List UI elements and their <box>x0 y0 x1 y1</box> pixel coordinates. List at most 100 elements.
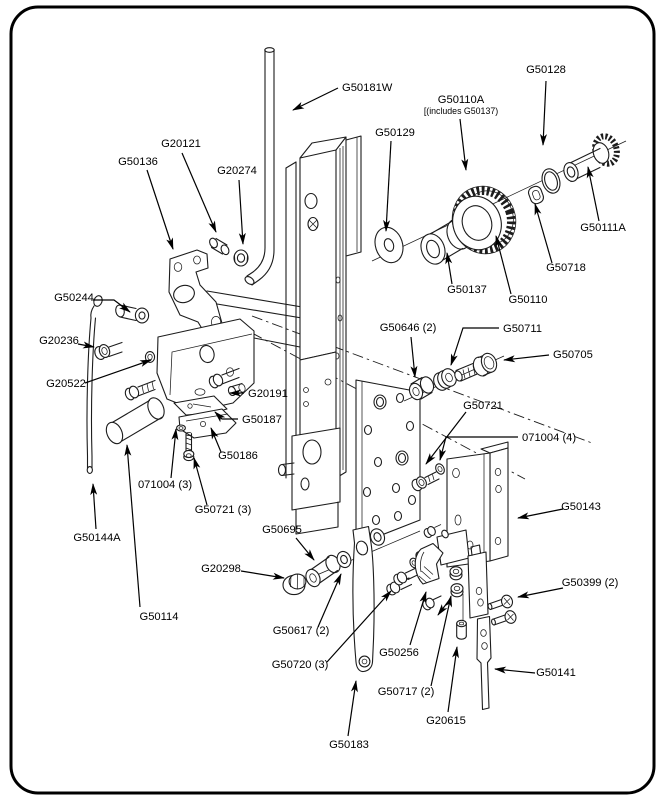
leader-g50141 <box>494 666 536 674</box>
pinion-shaft-g50111a <box>563 133 620 183</box>
screws-g50399 <box>487 594 517 626</box>
leader-g20522 <box>84 359 152 384</box>
gear-train-axis <box>371 133 627 265</box>
part-label-g50111a: G50111A <box>580 222 626 234</box>
detent-axis <box>403 352 505 402</box>
part-label-g50721: G50721 <box>463 400 503 412</box>
leader-g50617-2 <box>317 573 342 628</box>
fitting-g20236 <box>90 295 103 319</box>
leader-g50244 <box>93 299 131 313</box>
part-label-g50256: G50256 <box>379 647 419 659</box>
part-label-g50110: G50110 <box>509 294 548 306</box>
part-label-g50720-3: G50720 (3) <box>272 659 329 671</box>
leader-g50186 <box>210 427 222 453</box>
leader-g50181w <box>292 87 339 111</box>
part-label-g50128: G50128 <box>526 64 566 76</box>
leader-g50717-2 <box>430 595 453 687</box>
washer-071004-3 <box>176 424 186 432</box>
part-label-g50136: G50136 <box>118 156 158 168</box>
leader-g20615 <box>447 646 459 713</box>
bracket-g50136 <box>168 249 226 348</box>
spacer-g50695 <box>305 554 341 588</box>
leader-g50256 <box>409 591 427 646</box>
leader-g50129 <box>383 140 392 232</box>
part-label-g50617-2: G50617 (2) <box>273 625 330 637</box>
part-label-g20522: G20522 <box>46 378 86 390</box>
screw-g50721-single <box>411 471 440 492</box>
main-column <box>277 135 362 535</box>
nut-g20274 <box>233 249 249 267</box>
labels: G50181W G50129 G50110A [(includes G50137… <box>39 64 626 751</box>
roller-g50114 <box>105 397 165 445</box>
block-screws <box>124 367 240 401</box>
part-label-g50183: G50183 <box>329 739 369 751</box>
part-label-g50244: G50244 <box>54 292 94 304</box>
leader-g50711 <box>450 327 499 366</box>
part-label-g50129: G50129 <box>375 127 415 139</box>
washer-071004-4 <box>435 463 445 475</box>
leader-g50110a <box>459 118 469 171</box>
cable-g50144a <box>86 317 97 474</box>
leader-g50646-2 <box>410 336 418 378</box>
leader-g50399-2 <box>517 587 564 599</box>
bottom-cluster <box>282 524 517 711</box>
part-label-g50181w: G50181W <box>342 82 393 94</box>
part-label-g50695: G50695 <box>262 524 302 536</box>
part-label-g20298: G20298 <box>201 563 241 575</box>
part-label-g50717-2: G50717 (2) <box>378 686 435 698</box>
leader-g50183 <box>347 680 358 737</box>
holes-plate <box>355 379 421 546</box>
leaders <box>77 80 600 737</box>
part-label-g50399-2: G50399 (2) <box>562 577 619 589</box>
spacer-g50646 <box>408 376 435 401</box>
part-label-g50711: G50711 <box>503 323 542 335</box>
screw-g50721-3 <box>183 432 195 462</box>
left-cluster <box>86 237 255 474</box>
part-label-g50646-2: G50646 (2) <box>380 322 437 334</box>
leader-g20121 <box>181 152 217 233</box>
leader-g50110 <box>495 235 512 295</box>
part-label-g50718: G50718 <box>546 262 586 274</box>
leader-g50720-3 <box>326 590 392 663</box>
part-label-071004-3: 071004 (3) <box>138 479 192 491</box>
part-label-g50114: G50114 <box>140 611 179 623</box>
leader-g20274 <box>238 179 246 245</box>
washer-g50617-a <box>336 550 352 569</box>
leader-g50128 <box>540 80 548 146</box>
bar-plate <box>467 544 489 619</box>
leader-g50114 <box>124 444 141 608</box>
rod-g50181w <box>244 47 275 286</box>
leader-g50137 <box>445 252 453 285</box>
part-label-g50187: G50187 <box>242 414 282 426</box>
pin-g20121 <box>209 237 230 256</box>
part-label-071004-4: 071004 (4) <box>522 432 576 444</box>
leader-g50705 <box>503 354 550 363</box>
part-label-g50705: G50705 <box>553 349 593 361</box>
leader-g50144a <box>90 483 98 530</box>
leader-g50718 <box>534 203 553 264</box>
spacer-g20615 <box>456 594 467 640</box>
leader-g20236 <box>77 341 95 349</box>
ring-g50128 <box>541 168 561 194</box>
arm-g50183 <box>352 525 375 673</box>
nuts-g50717 <box>449 566 464 598</box>
part-label-g50137: G50137 <box>447 284 487 296</box>
bolt-g20298 <box>282 573 307 596</box>
part-label-g20191: G20191 <box>248 388 288 400</box>
leader-g50717-2b <box>437 598 451 616</box>
bolt-g50705 <box>454 352 498 382</box>
part-label-g20274: G20274 <box>217 165 257 177</box>
part-label-g50143: G50143 <box>561 501 601 513</box>
leader-071004-4 <box>439 436 518 461</box>
washer-g50617-b <box>369 528 386 546</box>
part-label-g50186: G50186 <box>218 450 258 462</box>
leader-g50721-3 <box>193 457 208 506</box>
part-label-g50144a: G50144A <box>73 532 121 544</box>
gear-g50110 <box>451 185 517 255</box>
part-label-g50110a-note: [(includes G50137) <box>424 106 498 116</box>
strap-g50141 <box>476 615 492 711</box>
leader-g50143 <box>517 508 564 520</box>
leader-g50136 <box>146 169 174 250</box>
